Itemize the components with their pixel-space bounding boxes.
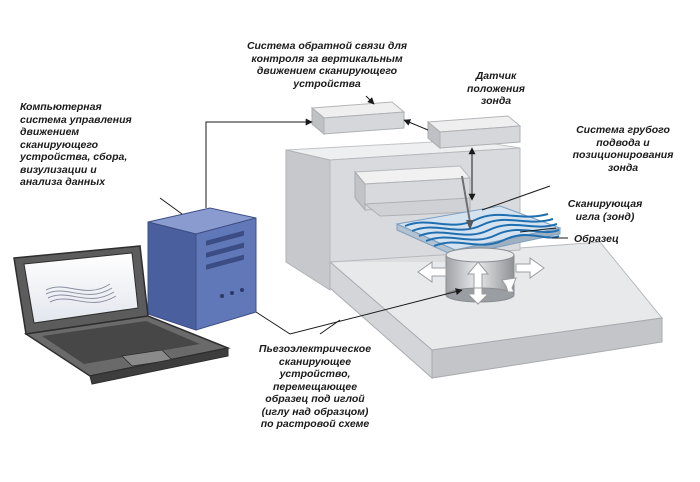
position-sensor-label: Датчик положения зонда xyxy=(466,70,525,107)
probe-tip xyxy=(461,175,474,230)
scanning-needle-label: Сканирующая игла (зонд) xyxy=(567,198,643,223)
coarse-approach-block xyxy=(353,165,472,217)
motion-arrows xyxy=(417,257,545,305)
laptop xyxy=(13,245,231,385)
computer-system-label: Компьютерная система управления движение… xyxy=(20,101,132,188)
connections xyxy=(159,95,568,335)
piezo-scanner-label: Пьезоэлектрическое сканирующее устройств… xyxy=(258,343,372,430)
sample-label: Образец xyxy=(574,233,619,245)
scan-lines xyxy=(404,213,560,247)
coarse-approach-label: Система грубого подвода и позиционирован… xyxy=(572,124,674,174)
feedback-system-label: Система обратной связи для контроля за в… xyxy=(246,40,408,90)
feedback-box xyxy=(310,101,406,136)
pc-tower xyxy=(147,207,257,331)
sensor-box xyxy=(426,115,522,150)
